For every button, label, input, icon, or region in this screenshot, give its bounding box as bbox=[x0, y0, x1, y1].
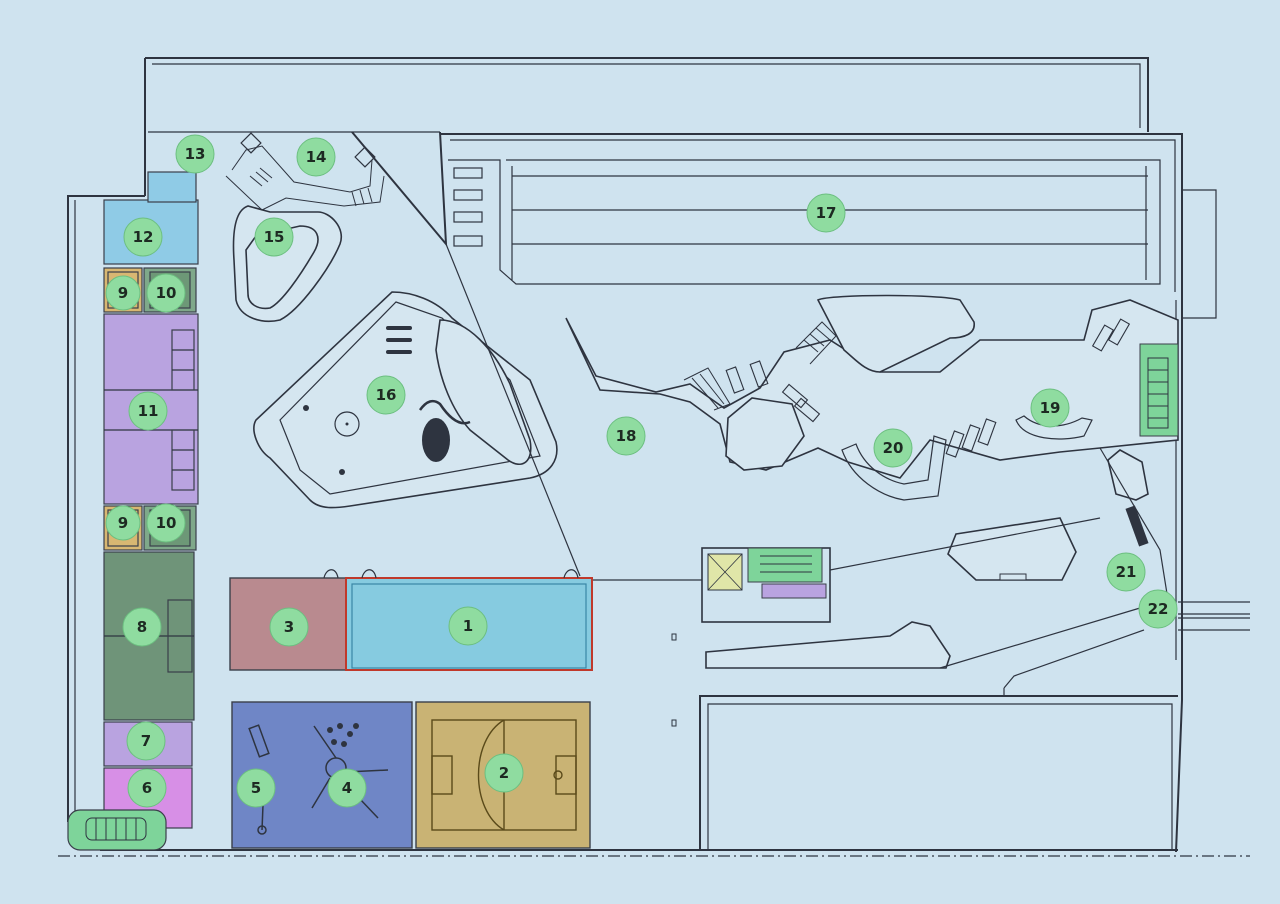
badge-15: 15 bbox=[254, 217, 294, 257]
zone-number: 12 bbox=[133, 228, 154, 246]
zone-number: 2 bbox=[499, 764, 509, 782]
zone-number: 17 bbox=[816, 204, 837, 222]
badge-16: 16 bbox=[366, 375, 406, 415]
zone-number: 1 bbox=[463, 617, 473, 635]
badge-1: 1 bbox=[448, 606, 488, 646]
zone-number: 10 bbox=[156, 284, 177, 302]
badge-12: 12 bbox=[123, 217, 163, 257]
badge-4: 4 bbox=[327, 768, 367, 808]
zone-number: 8 bbox=[137, 618, 147, 636]
zone-number: 7 bbox=[141, 732, 151, 750]
badge-18: 18 bbox=[606, 416, 646, 456]
zone-number: 3 bbox=[284, 618, 294, 636]
zone-number: 21 bbox=[1116, 563, 1137, 581]
zone-number: 5 bbox=[251, 779, 261, 797]
badge-17: 17 bbox=[806, 193, 846, 233]
badge-7: 7 bbox=[126, 721, 166, 761]
badge-2: 2 bbox=[484, 753, 524, 793]
zone-number: 14 bbox=[306, 148, 327, 166]
zone-number: 13 bbox=[185, 145, 206, 163]
zone-number: 15 bbox=[264, 228, 285, 246]
badge-11: 11 bbox=[128, 391, 168, 431]
zone-number: 20 bbox=[883, 439, 904, 457]
badge-20: 20 bbox=[873, 428, 913, 468]
badge-3: 3 bbox=[269, 607, 309, 647]
badge-22: 22 bbox=[1138, 589, 1178, 629]
outer-walls bbox=[58, 57, 1250, 857]
walkway-20 bbox=[565, 294, 1179, 501]
zone-number: 10 bbox=[156, 514, 177, 532]
zone-number: 6 bbox=[142, 779, 152, 797]
badge-19: 19 bbox=[1030, 388, 1070, 428]
zone-number: 22 bbox=[1148, 600, 1169, 618]
badge-14: 14 bbox=[296, 137, 336, 177]
badge-21: 21 bbox=[1106, 552, 1146, 592]
badge-10-bottom: 10 bbox=[146, 503, 186, 543]
badge-8: 8 bbox=[122, 607, 162, 647]
zone-number: 18 bbox=[616, 427, 637, 445]
badge-10-top: 10 bbox=[146, 273, 186, 313]
badge-13: 13 bbox=[175, 134, 215, 174]
zone-labels: 1 2 3 4 5 6 7 8 9 9 10 10 11 12 13 14 15… bbox=[105, 134, 1178, 808]
zone-number: 9 bbox=[118, 284, 128, 302]
guide-lines bbox=[445, 243, 702, 581]
zone-number: 16 bbox=[376, 386, 397, 404]
zone-number: 4 bbox=[342, 779, 352, 797]
badge-5: 5 bbox=[236, 768, 276, 808]
badge-9-top: 9 bbox=[105, 275, 141, 311]
zone-number: 9 bbox=[118, 514, 128, 532]
room-12-top bbox=[147, 171, 197, 203]
stair-bottom-left bbox=[67, 809, 167, 851]
badge-6: 6 bbox=[127, 768, 167, 808]
badge-9-bottom: 9 bbox=[105, 505, 141, 541]
zone-number: 19 bbox=[1040, 399, 1061, 417]
area-17-lanes bbox=[448, 159, 1161, 285]
zone-number: 11 bbox=[138, 402, 159, 420]
lower-right-area bbox=[671, 447, 1178, 850]
play-island-16 bbox=[253, 291, 558, 509]
